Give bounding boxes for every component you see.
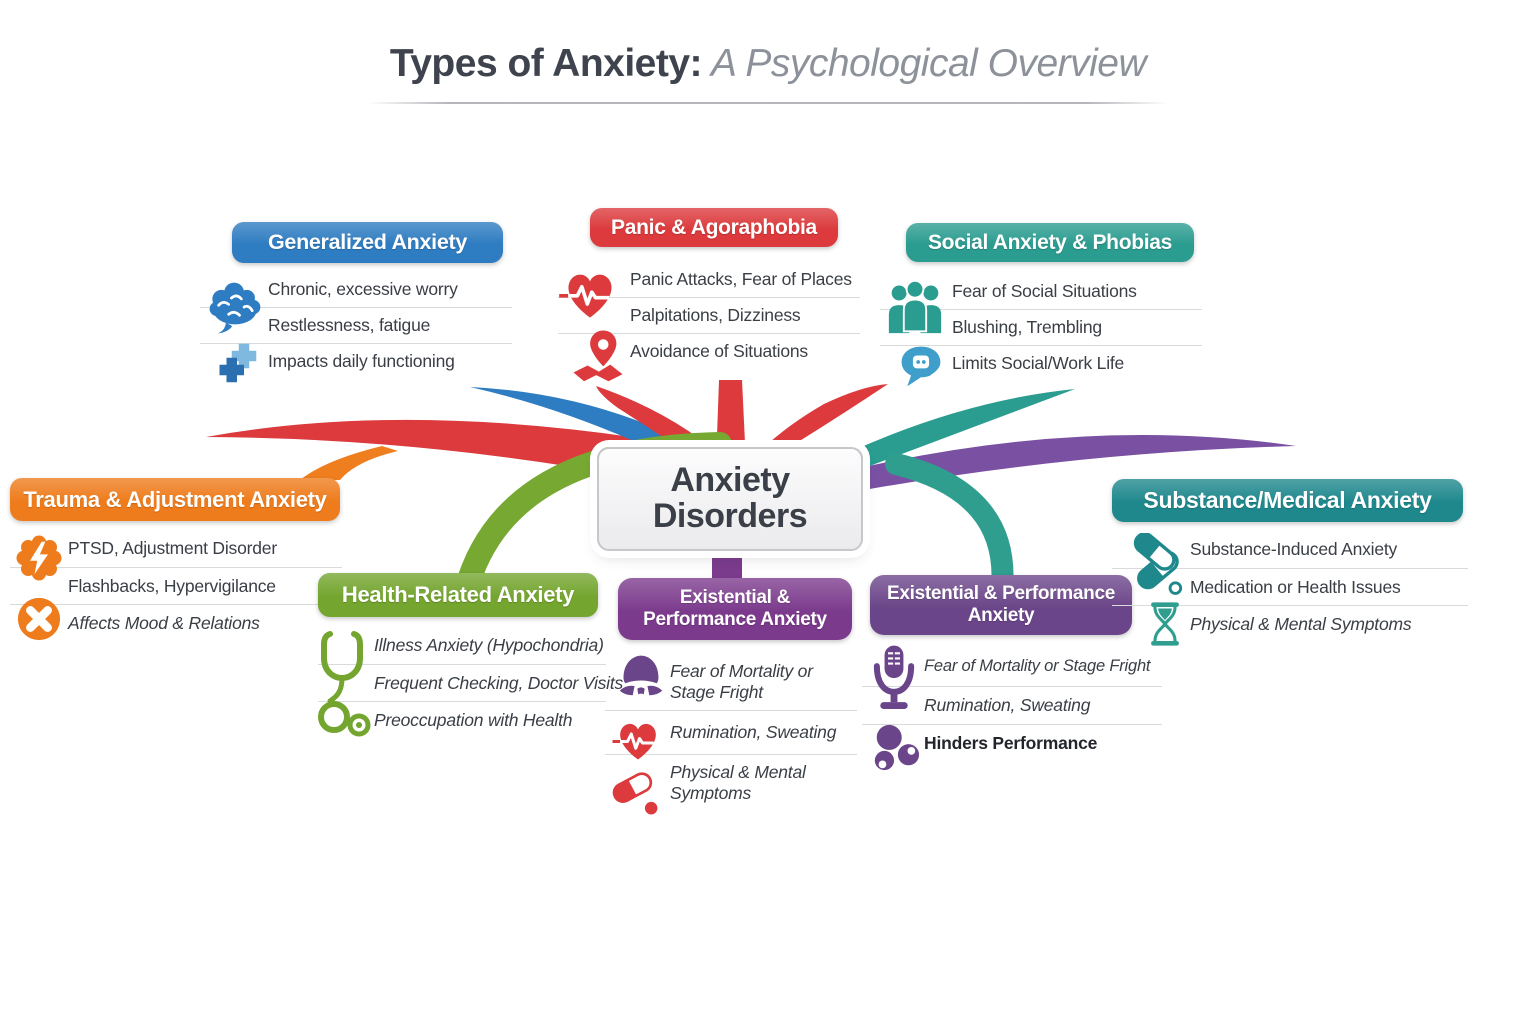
list-item: Hinders Performance — [862, 724, 1162, 762]
section-substance-medical: Substance/Medical Anxiety Substance-Indu… — [1112, 479, 1468, 651]
list-item: Flashbacks, Hypervigilance — [10, 567, 342, 604]
list-item: Restlessness, fatigue — [200, 307, 512, 343]
item-text: Hinders Performance — [924, 733, 1098, 754]
hourglass-icon — [1151, 602, 1179, 646]
section-health-related: Health-Related Anxiety Illness Anxiety (… — [318, 573, 623, 758]
item-text: Medication or Health Issues — [1190, 576, 1401, 597]
list-item: Impacts daily functioning — [200, 343, 512, 379]
list-item: Physical & Mental Symptoms — [605, 754, 857, 810]
list-item: Chronic, excessive worry — [200, 271, 512, 307]
item-text: Physical & Mental Symptoms — [670, 761, 806, 803]
brain-icon — [209, 282, 261, 334]
list-item: Affects Mood & Relations — [10, 604, 342, 641]
section-panic-agoraphobia: Panic & Agoraphobia Panic Attacks, Fear … — [558, 208, 860, 382]
item-text: Illness Anxiety (Hypochondria) — [374, 635, 604, 656]
item-text: Chronic, excessive worry — [268, 278, 458, 299]
branch-trauma-tip — [300, 446, 398, 480]
x-circle-icon — [17, 597, 61, 641]
medical-cross-icon — [219, 343, 257, 383]
microphone-icon — [873, 645, 915, 709]
performer-mask-icon — [619, 655, 663, 696]
section-header: Trauma & Adjustment Anxiety — [10, 478, 340, 521]
item-text: Avoidance of Situations — [630, 341, 808, 362]
list-item: Rumination, Sweating — [605, 710, 857, 754]
heart-ekg-icon — [559, 274, 612, 318]
item-text: PTSD, Adjustment Disorder — [68, 538, 277, 559]
list-item: Avoidance of Situations — [558, 333, 860, 369]
branch-social — [850, 389, 1075, 472]
list-item: PTSD, Adjustment Disorder — [10, 530, 342, 567]
stethoscope-icon — [318, 631, 371, 737]
section-social-anxiety-phobias: Social Anxiety & Phobias Fear of Social … — [880, 223, 1202, 388]
item-text: Panic Attacks, Fear of Places — [630, 268, 852, 289]
item-text: Restlessness, fatigue — [268, 315, 431, 336]
list-item: Physical & Mental Symptoms — [1112, 605, 1468, 642]
capsule-icon — [612, 772, 658, 815]
branch-existential-right — [885, 453, 1014, 599]
list-item: Preoccupation with Health — [318, 701, 606, 738]
section-header: Generalized Anxiety — [232, 222, 503, 263]
item-text: Preoccupation with Health — [374, 709, 573, 730]
list-item: Fear of Social Situations — [880, 273, 1202, 309]
title-main: Types of Anxiety: — [389, 42, 703, 85]
item-text: Fear of Mortality or Stage Fright — [924, 657, 1151, 676]
item-text: Blushing, Trembling — [952, 317, 1102, 338]
item-text: Fear of Social Situations — [952, 280, 1137, 301]
section-header: Panic & Agoraphobia — [590, 208, 838, 247]
section-header: Substance/Medical Anxiety — [1112, 479, 1463, 522]
list-item: Palpitations, Dizziness — [558, 297, 860, 333]
item-text: Rumination, Sweating — [924, 695, 1091, 716]
lightning-burst-icon — [16, 535, 62, 581]
list-item: Illness Anxiety (Hypochondria) — [318, 627, 606, 664]
people-group-icon — [888, 279, 942, 334]
list-item: Substance-Induced Anxiety — [1112, 531, 1468, 568]
section-trauma-adjustment: Trauma & Adjustment Anxiety PTSD, Adjust… — [10, 478, 342, 650]
section-header: Social Anxiety & Phobias — [906, 223, 1194, 262]
list-item: Medication or Health Issues — [1112, 568, 1468, 605]
item-text: Palpitations, Dizziness — [630, 305, 801, 326]
pills-icon — [1133, 533, 1183, 595]
list-item: Fear of Mortality or Stage Fright — [862, 648, 1162, 686]
item-text: Substance-Induced Anxiety — [1190, 539, 1398, 560]
item-text: Frequent Checking, Doctor Visits — [374, 672, 624, 693]
center-node-line1: Anxiety — [670, 461, 790, 500]
title-divider — [368, 102, 1168, 104]
item-text: Physical & Mental Symptoms — [1190, 613, 1412, 634]
item-text: Fear of Mortality or Stage Fright — [670, 661, 813, 702]
item-text: Impacts daily functioning — [268, 351, 455, 372]
map-pin-icon — [573, 330, 623, 382]
performance-blob-icon — [874, 724, 920, 771]
list-item: Limits Social/Work Life — [880, 345, 1202, 381]
list-item: Panic Attacks, Fear of Places — [558, 261, 860, 297]
section-generalized-anxiety: Generalized Anxiety Chronic, excessive w… — [200, 222, 512, 387]
item-text: Flashbacks, Hypervigilance — [68, 575, 276, 596]
item-text: Rumination, Sweating — [670, 722, 837, 743]
heart-ekg-icon — [612, 723, 656, 760]
title-subtitle: A Psychological Overview — [702, 42, 1147, 85]
section-header: Health-Related Anxiety — [318, 573, 598, 617]
section-header: Existential & Performance Anxiety — [870, 575, 1132, 635]
list-item: Blushing, Trembling — [880, 309, 1202, 345]
list-item: Fear of Mortality or Stage Fright — [605, 654, 857, 710]
list-item: Frequent Checking, Doctor Visits — [318, 664, 623, 701]
list-item: Rumination, Sweating — [862, 686, 1162, 724]
chat-bubble-icon — [901, 346, 941, 387]
item-text: Affects Mood & Relations — [68, 612, 260, 633]
item-text: Limits Social/Work Life — [952, 353, 1125, 374]
center-node-anxiety-disorders: Anxiety Disorders — [597, 447, 863, 551]
center-node-line2: Disorders — [652, 497, 808, 535]
section-header: Existential & Performance Anxiety — [618, 578, 852, 640]
section-existential-performance-center: Existential & Performance Anxiety Fear o… — [605, 578, 857, 823]
page-title: Types of Anxiety: A Psychological Overvi… — [0, 42, 1536, 86]
